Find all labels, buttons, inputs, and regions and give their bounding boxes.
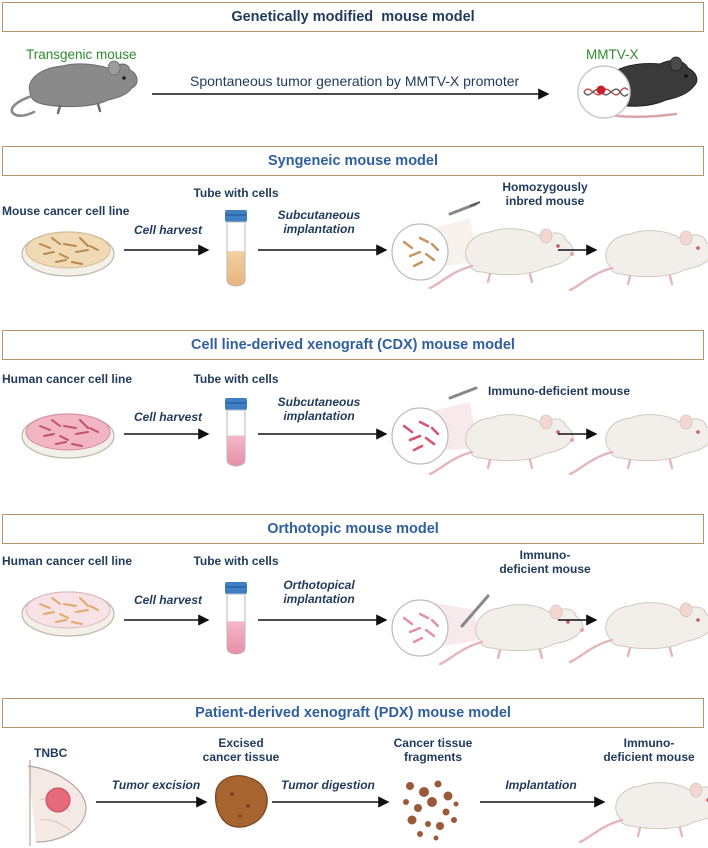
syn-tube-icon (225, 210, 247, 287)
ortho-mouse-label: Immuno- deficient mouse (499, 548, 591, 576)
syn-title: Syngeneic mouse model (267, 153, 439, 169)
ortho-dish-icon (21, 591, 115, 637)
syn-step1: Cell harvest (133, 223, 203, 237)
ortho-result-mouse-icon (568, 601, 708, 664)
pdx-step1: Tumor excision (111, 778, 201, 792)
tnbc-label: TNBC (34, 746, 68, 760)
excised-tissue-icon (215, 775, 268, 828)
gm-title: Genetically modified mouse model (231, 9, 475, 25)
cdx-mouse-label: Immuno-deficient mouse (488, 384, 631, 398)
excised-tissue-label: Excised cancer tissue (202, 736, 280, 764)
syn-mouse-label: Homozygously inbred mouse (502, 180, 588, 208)
syn-step2: Subcutaneous implantation (277, 208, 361, 236)
mmtv-x-label: MMTV-X (586, 47, 639, 62)
tissue-fragments-icon (403, 780, 459, 841)
cdx-tube-label: Tube with cells (193, 372, 279, 386)
syn-dish-label: Mouse cancer cell line (2, 204, 130, 218)
pdx-step3: Implantation (505, 778, 577, 792)
pdx-title: Patient-derived xenograft (PDX) mouse mo… (195, 705, 511, 721)
pdx-header: Patient-derived xenograft (PDX) mouse mo… (2, 698, 704, 728)
syn-tube-label: Tube with cells (193, 186, 279, 200)
breast-tumor-icon (27, 760, 87, 846)
cdx-dish-label: Human cancer cell line (2, 372, 133, 386)
cdx-step2: Subcutaneous implantation (277, 395, 361, 423)
gm-header: Genetically modified mouse model (2, 2, 704, 32)
ortho-title: Orthotopic mouse model (267, 521, 439, 537)
syn-header: Syngeneic mouse model (2, 146, 704, 176)
pdx-step2: Tumor digestion (281, 778, 375, 792)
pdx-immunodeficient-mouse-icon (578, 781, 708, 844)
cdx-header: Cell line-derived xenograft (CDX) mouse … (2, 330, 704, 360)
ortho-tube-icon (225, 582, 247, 655)
syn-result-mouse-icon (568, 229, 708, 292)
syn-dish-icon (21, 231, 115, 277)
ortho-tube-label: Tube with cells (193, 554, 279, 568)
cdx-cells-circle-icon (391, 386, 478, 465)
transgenic-mouse-icon (10, 60, 138, 117)
cdx-dish-icon (21, 413, 115, 459)
pdx-mouse-label: Immuno- deficient mouse (603, 736, 695, 764)
fragments-label: Cancer tissue fragments (393, 736, 473, 764)
gm-arrow-text: Spontaneous tumor generation by MMTV-X p… (190, 73, 520, 89)
ortho-header: Orthotopic mouse model (2, 514, 704, 544)
cdx-result-mouse-icon (568, 413, 708, 476)
ortho-dish-label: Human cancer cell line (2, 554, 133, 568)
ortho-cells-circle-icon (391, 594, 490, 657)
cdx-step1: Cell harvest (133, 410, 203, 424)
cdx-tube-icon (225, 398, 247, 467)
ortho-step2: Orthotopical implantation (283, 578, 355, 606)
mmtv-x-mouse-icon (577, 56, 698, 119)
cdx-title: Cell line-derived xenograft (CDX) mouse … (191, 337, 515, 353)
transgenic-mouse-label: Transgenic mouse (26, 47, 137, 62)
syn-cells-circle-icon (391, 201, 481, 281)
ortho-step1: Cell harvest (133, 593, 203, 607)
